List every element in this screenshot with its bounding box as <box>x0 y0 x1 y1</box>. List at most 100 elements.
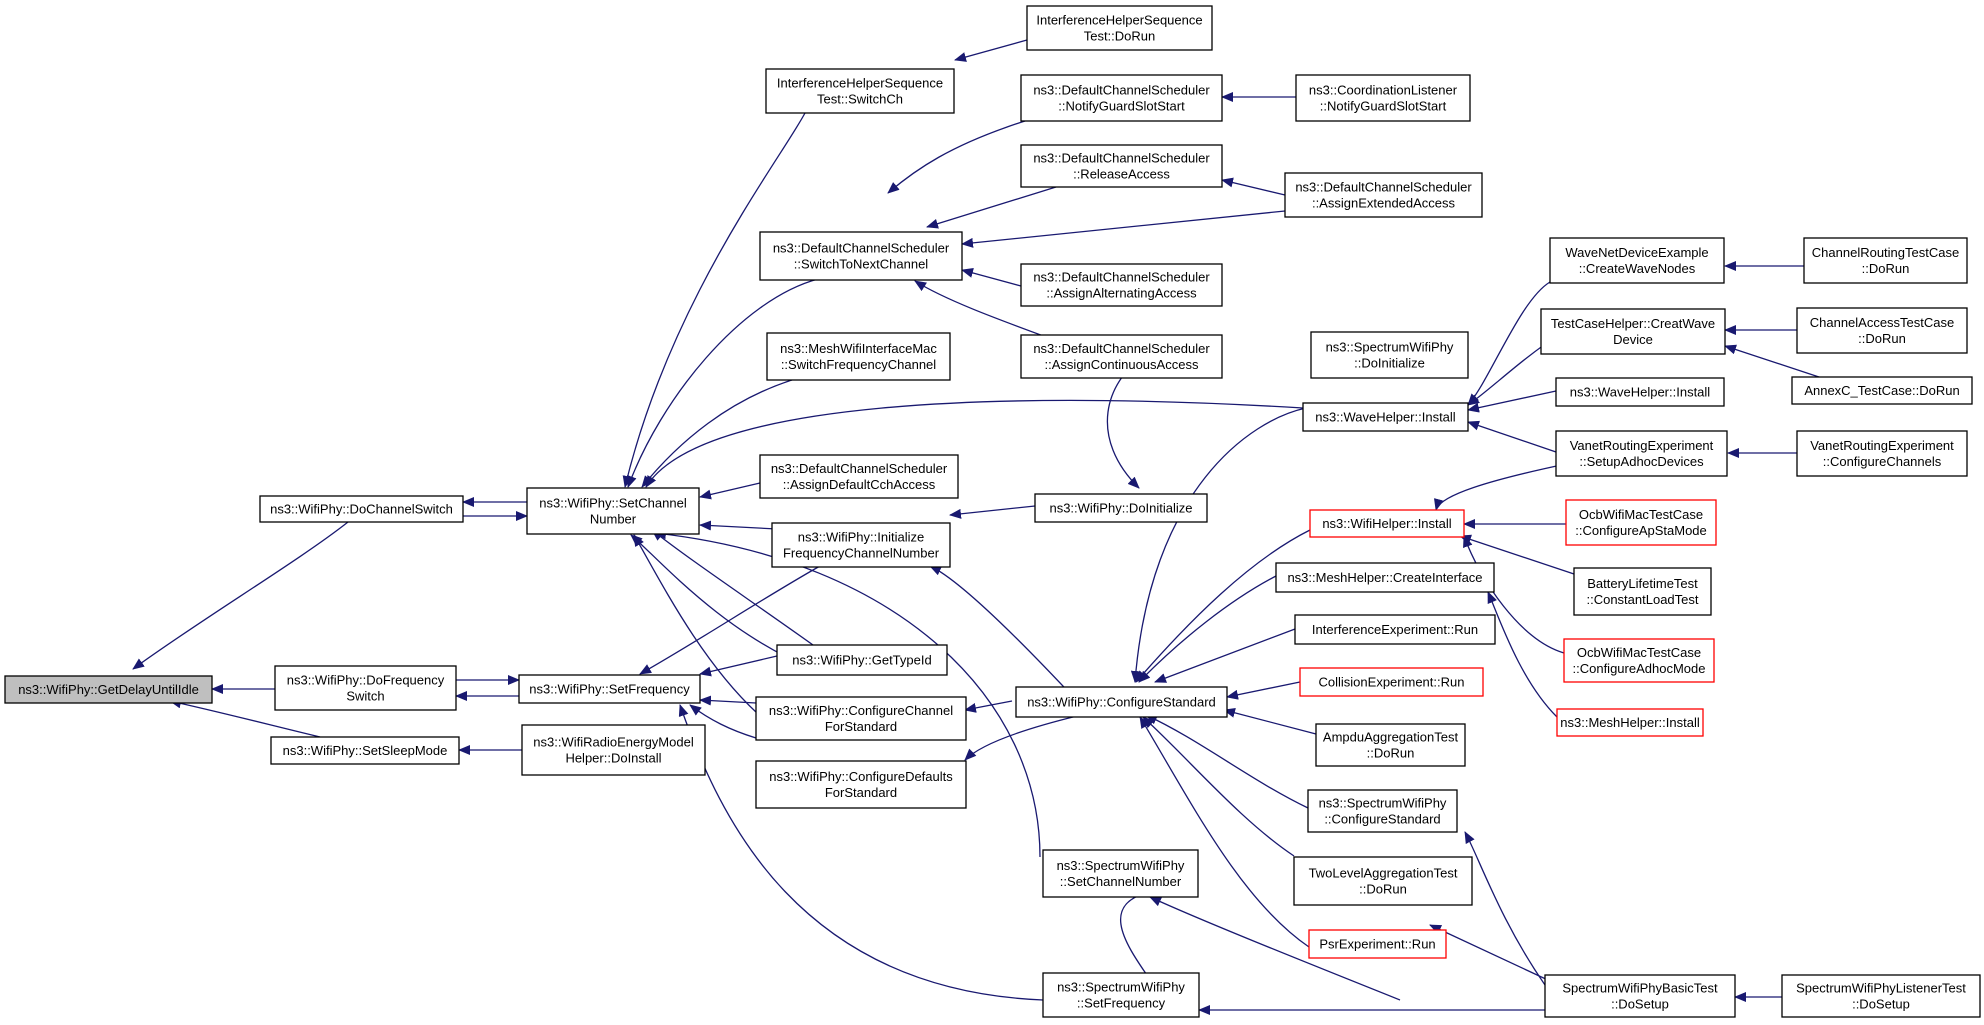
node-box[interactable] <box>1565 499 1717 546</box>
function-node[interactable]: SpectrumWifiPhyBasicTest::DoSetup <box>1544 974 1736 1018</box>
function-node[interactable]: ns3::WifiPhy::GetDelayUntilIdle <box>4 675 213 704</box>
node-box[interactable] <box>1275 562 1495 593</box>
node-box[interactable] <box>1556 708 1704 737</box>
function-node[interactable]: VanetRoutingExperiment::ConfigureChannel… <box>1796 430 1968 477</box>
function-node[interactable]: ns3::SpectrumWifiPhy::SetChannelNumber <box>1042 849 1199 898</box>
function-node[interactable]: ns3::WifiPhy::DoInitialize <box>1034 493 1208 523</box>
function-node[interactable]: ns3::WifiPhy::GetTypeId <box>776 644 948 676</box>
node-box[interactable] <box>1555 377 1725 407</box>
node-box[interactable] <box>1549 237 1725 284</box>
node-box[interactable] <box>776 644 948 676</box>
node-box[interactable] <box>1803 237 1968 284</box>
function-node[interactable]: ns3::WifiPhy::SetChannelNumber <box>526 487 700 535</box>
function-node[interactable]: ns3::WaveHelper::Install <box>1302 402 1469 432</box>
node-box[interactable] <box>1315 723 1466 767</box>
node-box[interactable] <box>1042 972 1200 1018</box>
function-node[interactable]: ns3::DefaultChannelScheduler::SwitchToNe… <box>759 231 963 281</box>
node-box[interactable] <box>1310 331 1469 379</box>
function-node[interactable]: SpectrumWifiPhyListenerTest::DoSetup <box>1781 974 1981 1018</box>
node-box[interactable] <box>1294 614 1496 645</box>
node-box[interactable] <box>1796 430 1968 477</box>
function-node[interactable]: TwoLevelAggregationTest::DoRun <box>1293 856 1473 906</box>
function-node[interactable]: ns3::WifiPhy::SetSleepMode <box>270 736 460 765</box>
function-node[interactable]: ns3::DefaultChannelScheduler::AssignAlte… <box>1020 263 1223 307</box>
node-box[interactable] <box>759 231 963 281</box>
node-box[interactable] <box>1015 686 1228 718</box>
function-node[interactable]: ns3::SpectrumWifiPhy::SetFrequency <box>1042 972 1200 1018</box>
node-box[interactable] <box>1042 849 1199 898</box>
function-node[interactable]: ns3::SpectrumWifiPhy::DoInitialize <box>1310 331 1469 379</box>
node-box[interactable] <box>1302 402 1469 432</box>
function-node[interactable]: OcbWifiMacTestCase::ConfigureAdhocMode <box>1563 638 1715 683</box>
function-node[interactable]: ChannelAccessTestCase::DoRun <box>1796 307 1968 354</box>
function-node[interactable]: ns3::WifiHelper::Install <box>1309 509 1465 538</box>
node-box[interactable] <box>1555 430 1728 477</box>
function-node[interactable]: ns3::MeshHelper::CreateInterface <box>1275 562 1495 593</box>
node-box[interactable] <box>518 674 701 704</box>
node-box[interactable] <box>1299 667 1484 697</box>
function-node[interactable]: ns3::WifiPhy::SetFrequency <box>518 674 701 704</box>
node-box[interactable] <box>1020 263 1223 307</box>
node-box[interactable] <box>766 332 951 381</box>
node-box[interactable] <box>1781 974 1981 1018</box>
function-node[interactable]: CollisionExperiment::Run <box>1299 667 1484 697</box>
function-node[interactable]: ns3::WifiPhy::ConfigureChannelForStandar… <box>755 696 967 741</box>
node-box[interactable] <box>1293 856 1473 906</box>
node-box[interactable] <box>1309 509 1465 538</box>
node-box[interactable] <box>1796 307 1968 354</box>
function-node[interactable]: ns3::DefaultChannelScheduler::AssignDefa… <box>759 454 959 499</box>
function-node[interactable]: ns3::DefaultChannelScheduler::ReleaseAcc… <box>1020 144 1223 188</box>
function-node[interactable]: VanetRoutingExperiment::SetupAdhocDevice… <box>1555 430 1728 477</box>
node-box[interactable] <box>1308 929 1447 959</box>
node-box[interactable] <box>1544 974 1736 1018</box>
node-box[interactable] <box>1791 376 1973 405</box>
node-box[interactable] <box>1540 308 1726 355</box>
node-box[interactable] <box>1026 5 1213 51</box>
function-node[interactable]: AmpduAggregationTest::DoRun <box>1315 723 1466 767</box>
function-node[interactable]: ns3::DefaultChannelScheduler::NotifyGuar… <box>1020 74 1223 122</box>
node-box[interactable] <box>755 760 967 809</box>
node-box[interactable] <box>259 495 464 523</box>
node-box[interactable] <box>1563 638 1715 683</box>
function-node[interactable]: BatteryLifetimeTest::ConstantLoadTest <box>1573 567 1712 616</box>
node-box[interactable] <box>759 454 959 499</box>
node-box[interactable] <box>765 68 955 114</box>
function-node[interactable]: InterferenceExperiment::Run <box>1294 614 1496 645</box>
node-box[interactable] <box>274 665 457 711</box>
node-box[interactable] <box>1020 74 1223 122</box>
node-box[interactable] <box>1020 144 1223 188</box>
function-node[interactable]: ns3::MeshWifiInterfaceMac::SwitchFrequen… <box>766 332 951 381</box>
function-node[interactable]: ns3::WifiPhy::DoChannelSwitch <box>259 495 464 523</box>
function-node[interactable]: ns3::MeshHelper::Install <box>1556 708 1704 737</box>
node-box[interactable] <box>771 522 951 568</box>
node-box[interactable] <box>4 675 213 704</box>
node-box[interactable] <box>270 736 460 765</box>
node-box[interactable] <box>1284 172 1483 218</box>
function-node[interactable]: WaveNetDeviceExample::CreateWaveNodes <box>1549 237 1725 284</box>
node-box[interactable] <box>526 487 700 535</box>
function-node[interactable]: ns3::CoordinationListener::NotifyGuardSl… <box>1295 74 1471 122</box>
function-node[interactable]: OcbWifiMacTestCase::ConfigureApStaMode <box>1565 499 1717 546</box>
function-node[interactable]: ns3::DefaultChannelScheduler::AssignCont… <box>1020 334 1223 379</box>
function-node[interactable]: AnnexC_TestCase::DoRun <box>1791 376 1973 405</box>
node-box[interactable] <box>1295 74 1471 122</box>
function-node[interactable]: ns3::WifiRadioEnergyModelHelper::DoInsta… <box>521 724 706 776</box>
function-node[interactable]: ChannelRoutingTestCase::DoRun <box>1803 237 1968 284</box>
function-node[interactable]: PsrExperiment::Run <box>1308 929 1447 959</box>
node-box[interactable] <box>1573 567 1712 616</box>
function-node[interactable]: ns3::WifiPhy::ConfigureDefaultsForStanda… <box>755 760 967 809</box>
function-node[interactable]: ns3::DefaultChannelScheduler::AssignExte… <box>1284 172 1483 218</box>
node-box[interactable] <box>521 724 706 776</box>
function-node[interactable]: ns3::SpectrumWifiPhy::ConfigureStandard <box>1307 789 1458 833</box>
node-box[interactable] <box>1034 493 1208 523</box>
function-node[interactable]: ns3::WifiPhy::InitializeFrequencyChannel… <box>771 522 951 568</box>
function-node[interactable]: ns3::WifiPhy::ConfigureStandard <box>1015 686 1228 718</box>
node-box[interactable] <box>1307 789 1458 833</box>
function-node[interactable]: ns3::WaveHelper::Install <box>1555 377 1725 407</box>
node-box[interactable] <box>1020 334 1223 379</box>
node-box[interactable] <box>755 696 967 741</box>
